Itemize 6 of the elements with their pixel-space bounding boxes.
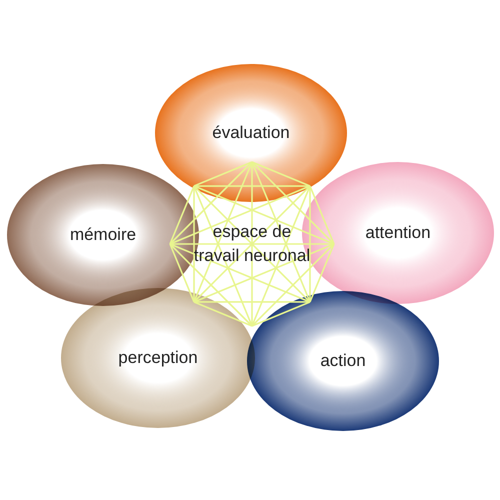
node-label: espace de travail neuronal [192, 221, 312, 267]
node-label: attention [365, 223, 431, 243]
node-label: évaluation [212, 123, 290, 143]
node-label: action [320, 351, 366, 371]
node-label: mémoire [70, 225, 136, 245]
node-label: perception [118, 348, 198, 368]
